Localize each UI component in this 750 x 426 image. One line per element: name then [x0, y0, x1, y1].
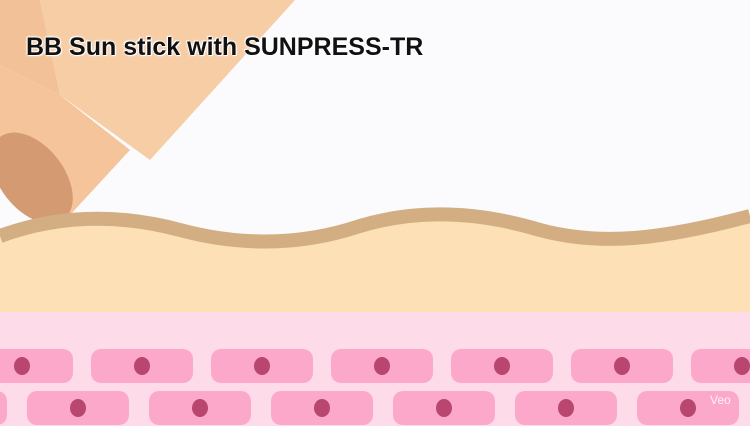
cell-nucleus [70, 399, 86, 417]
cell-nucleus [14, 357, 30, 375]
cell-nucleus [734, 357, 750, 375]
cell-nucleus [614, 357, 630, 375]
cell-nucleus [314, 399, 330, 417]
cell-nucleus [134, 357, 150, 375]
sunstick [0, 0, 295, 224]
sunstick-tip [0, 132, 73, 224]
skin-cell [691, 349, 750, 383]
cell-nucleus [494, 357, 510, 375]
cell-nucleus [558, 399, 574, 417]
cell-nucleus [680, 399, 696, 417]
skin-cell [0, 391, 7, 425]
cell-nucleus [436, 399, 452, 417]
skin-cell [0, 349, 73, 383]
video-title: BB Sun stick with SUNPRESS-TR [26, 33, 424, 61]
cell-nucleus [374, 357, 390, 375]
skin-surface-line [0, 207, 750, 249]
watermark: Veo [710, 393, 731, 407]
cell-nucleus [254, 357, 270, 375]
cell-rows [0, 349, 750, 425]
cell-nucleus [192, 399, 208, 417]
